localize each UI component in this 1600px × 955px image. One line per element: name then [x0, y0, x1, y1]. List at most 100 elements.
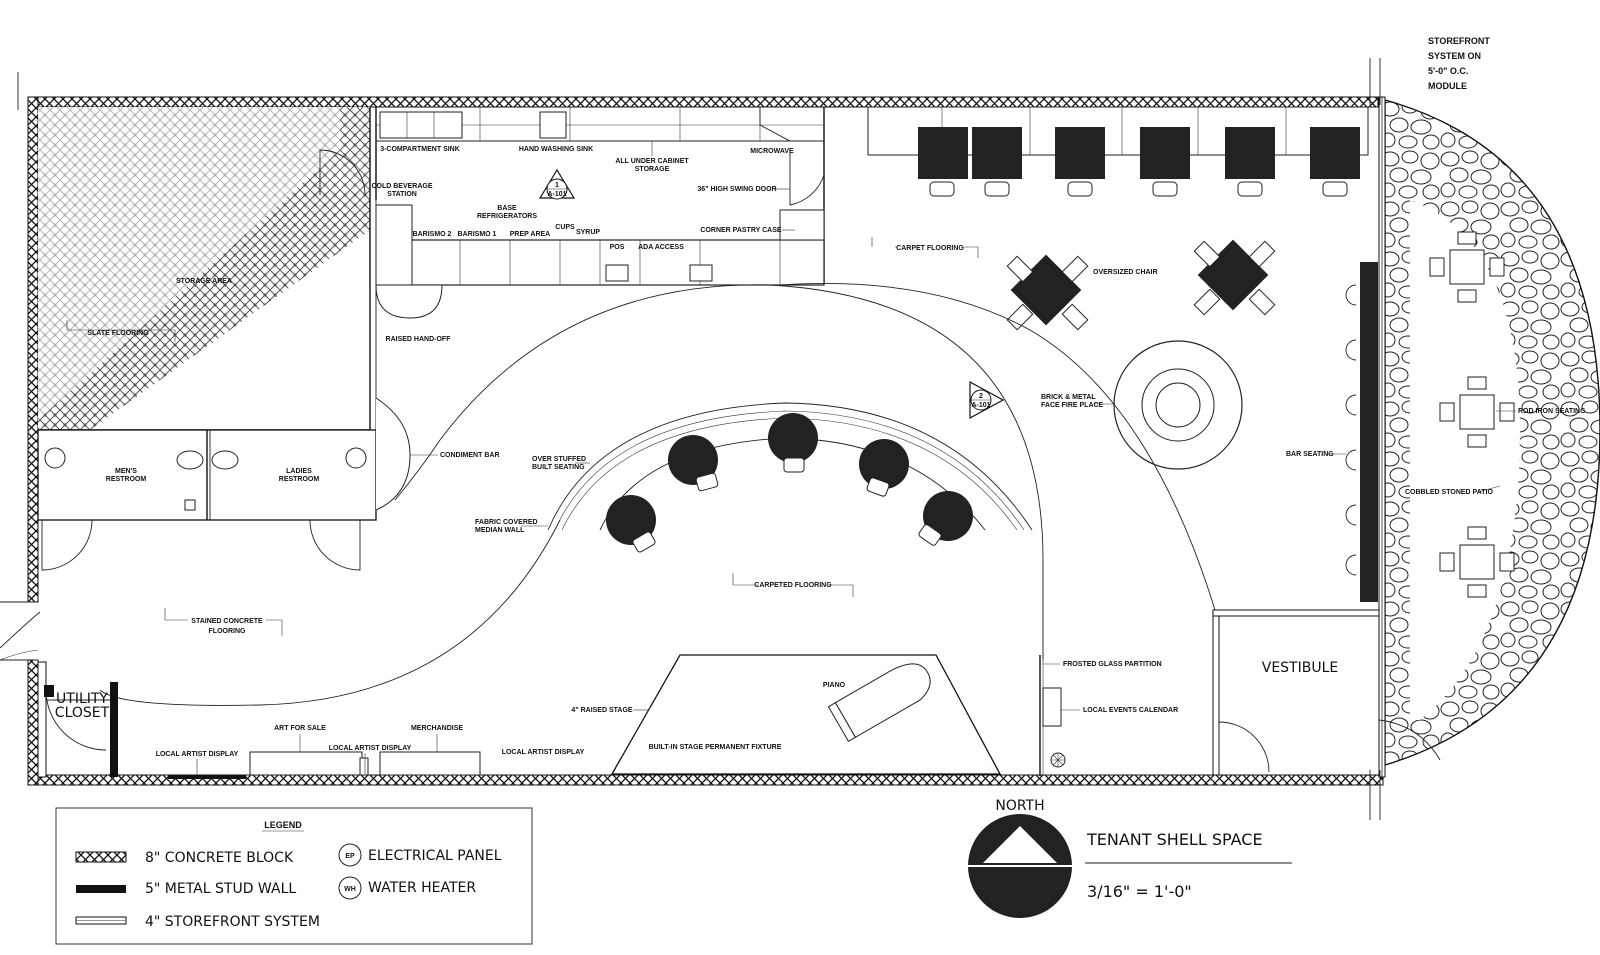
pos-label: POS	[610, 244, 625, 251]
fireplace-label-1: BRICK & METAL	[1041, 394, 1096, 401]
local-artist-display-1-label: LOCAL ARTIST DISPLAY	[156, 751, 239, 758]
legend-item-electrical: ELECTRICAL PANEL	[368, 848, 502, 864]
local-artist-display-3-label: LOCAL ARTIST DISPLAY	[502, 749, 585, 756]
pastry-case-label: CORNER PASTRY CASE	[700, 227, 781, 234]
exterior-walls	[17, 58, 1386, 820]
legend-item-concrete: 8" CONCRETE BLOCK	[145, 850, 294, 866]
bar-seating: BAR SEATING	[1286, 262, 1378, 602]
north-label: NORTH	[995, 798, 1044, 814]
rod-iron-seating-label: ROD IRON SEATING	[1518, 408, 1586, 415]
kitchen: 3-COMPARTMENT SINK HAND WASHING SINK ALL…	[371, 107, 825, 343]
fabric-median-label-1: FABRIC COVERED	[475, 519, 538, 526]
vestibule-label: VESTIBULE	[1262, 660, 1339, 676]
under-cabinet-label-2: STORAGE	[635, 166, 670, 173]
cold-beverage-label-2: STATION	[387, 191, 417, 198]
piano	[827, 663, 931, 743]
hand-washing-sink-label: HAND WASHING SINK	[519, 146, 593, 153]
legend-ep-symbol	[338, 843, 362, 867]
utility-closet-label-2: CLOSET	[55, 705, 110, 721]
art-for-sale-label: ART FOR SALE	[274, 725, 326, 732]
legend-hatch-swatch	[75, 851, 127, 863]
north-arrow: NORTH	[968, 798, 1072, 918]
carpeted-flooring-label: CARPETED FLOORING	[754, 582, 832, 589]
displays: LOCAL ARTIST DISPLAY ART FOR SALE LOCAL …	[156, 725, 585, 779]
mens-restroom-label-2: RESTROOM	[106, 476, 147, 483]
bar-seating-label: BAR SEATING	[1286, 451, 1334, 458]
ladies-restroom-label-1: LADIES	[286, 468, 312, 475]
barismo1-label: BARISMO 1	[458, 231, 497, 238]
merchandise-label: MERCHANDISE	[411, 725, 463, 732]
piano-label: PIANO	[823, 682, 846, 689]
section-mark-1: 1 A-101	[538, 168, 576, 200]
legend-title: LEGEND	[264, 820, 302, 830]
stained-concrete-label-1: STAINED CONCRETE	[191, 618, 263, 625]
chair-row	[929, 181, 1348, 197]
carpet-flooring-label: CARPET FLOORING	[896, 245, 964, 252]
patio-table-3	[1439, 526, 1515, 598]
stage: PIANO BUILT-IN STAGE PERMANENT FIXTURE 4…	[571, 654, 1002, 775]
over-stuffed-label-2: BUILT SEATING	[532, 464, 585, 471]
legend-item-water-heater: WATER HEATER	[368, 880, 476, 896]
frosted-glass-partition: FROSTED GLASS PARTITION LOCAL EVENTS CAL…	[1039, 655, 1178, 776]
three-comp-sink-label: 3-COMPARTMENT SINK	[380, 146, 460, 153]
raised-handoff-label: RAISED HAND-OFF	[386, 336, 452, 343]
built-seating: OVER STUFFED BUILT SEATING FABRIC COVERE…	[475, 402, 1033, 553]
section-mark-2-sheet: A-101	[971, 402, 990, 409]
ladies-restroom-door	[309, 519, 361, 571]
cold-beverage-label-1: COLD BEVERAGE	[371, 183, 432, 190]
storefront-note-line-1: STOREFRONT	[1428, 36, 1490, 46]
utility-closet: UTILITY CLOSET	[37, 661, 118, 778]
base-refrigerators-label-1: BASE	[497, 205, 517, 212]
under-cabinet-label-1: ALL UNDER CABINET	[615, 158, 689, 165]
table-row	[918, 127, 1360, 179]
drawing-scale: 3/16" = 1'-0"	[1087, 882, 1192, 901]
oversized-chair-label: OVERSIZED CHAIR	[1093, 269, 1158, 276]
ada-access-label: ADA ACCESS	[638, 244, 684, 251]
storefront-note: STOREFRONT SYSTEM ON 5'-0" O.C. MODULE	[1428, 36, 1490, 91]
stained-concrete-label-2: FLOORING	[209, 628, 246, 635]
over-stuffed-label-1: OVER STUFFED	[532, 456, 586, 463]
legend: LEGEND 8" CONCRETE BLOCK 5" METAL STUD W…	[55, 807, 533, 945]
microwave-label: MICROWAVE	[750, 148, 794, 155]
events-calendar-label: LOCAL EVENTS CALENDAR	[1083, 707, 1178, 714]
syrup-label: SYRUP	[576, 229, 600, 236]
patio-table-1	[1429, 231, 1505, 303]
vestibule: VESTIBULE	[1212, 609, 1441, 776]
mens-restroom-door	[41, 519, 93, 571]
legend-ep-code: EP	[345, 853, 355, 860]
cups-label: CUPS	[555, 224, 575, 231]
circulation-curves	[0, 283, 1216, 706]
storage-area-label: STORAGE AREA	[176, 278, 232, 285]
ladies-restroom-label-2: RESTROOM	[279, 476, 320, 483]
mens-restroom-label-1: MEN'S	[115, 468, 137, 475]
fireplace-label-2: FACE FIRE PLACE	[1041, 402, 1104, 409]
storage-area: STORAGE AREA SLATE FLOORING	[38, 107, 377, 431]
prep-area-label: PREP AREA	[510, 231, 550, 238]
base-refrigerators-label-2: REFRIGERATORS	[477, 213, 537, 220]
section-mark-2: 2 A-101	[969, 380, 1005, 420]
condiment-bar-label: CONDIMENT BAR	[440, 452, 500, 459]
patio	[1384, 99, 1600, 766]
storefront-note-line-3: 5'-0" O.C.	[1428, 66, 1468, 76]
utility-closet-label-1: UTILITY	[56, 691, 108, 707]
slate-flooring-label: SLATE FLOORING	[87, 330, 149, 337]
barismo2-label: BARISMO 2	[413, 231, 452, 238]
storefront-note-line-2: SYSTEM ON	[1428, 51, 1481, 61]
legend-wh-code: WH	[344, 886, 356, 893]
lounge-table-1	[1006, 254, 1089, 331]
drawing-title: TENANT SHELL SPACE	[1086, 830, 1263, 849]
legend-item-storefront: 4" STOREFRONT SYSTEM	[145, 914, 320, 930]
title-block: TENANT SHELL SPACE 3/16" = 1'-0"	[1085, 830, 1292, 901]
raised-stage-label: 4" RAISED STAGE	[571, 707, 632, 714]
dining-area: CARPET FLOORING OVERSIZED CHAIR	[867, 106, 1369, 331]
section-mark-1-number: 1	[555, 182, 559, 189]
condiment-bar: CONDIMENT BAR	[375, 397, 500, 511]
section-mark-2-number: 2	[979, 393, 983, 400]
storefront-note-line-4: MODULE	[1428, 81, 1467, 91]
cobbled-patio-label: COBBLED STONED PATIO	[1405, 489, 1493, 496]
frosted-glass-label: FROSTED GLASS PARTITION	[1063, 661, 1162, 668]
legend-solid-swatch	[76, 885, 126, 893]
local-artist-display-2-label: LOCAL ARTIST DISPLAY	[329, 745, 412, 752]
legend-wh-symbol	[338, 876, 362, 900]
